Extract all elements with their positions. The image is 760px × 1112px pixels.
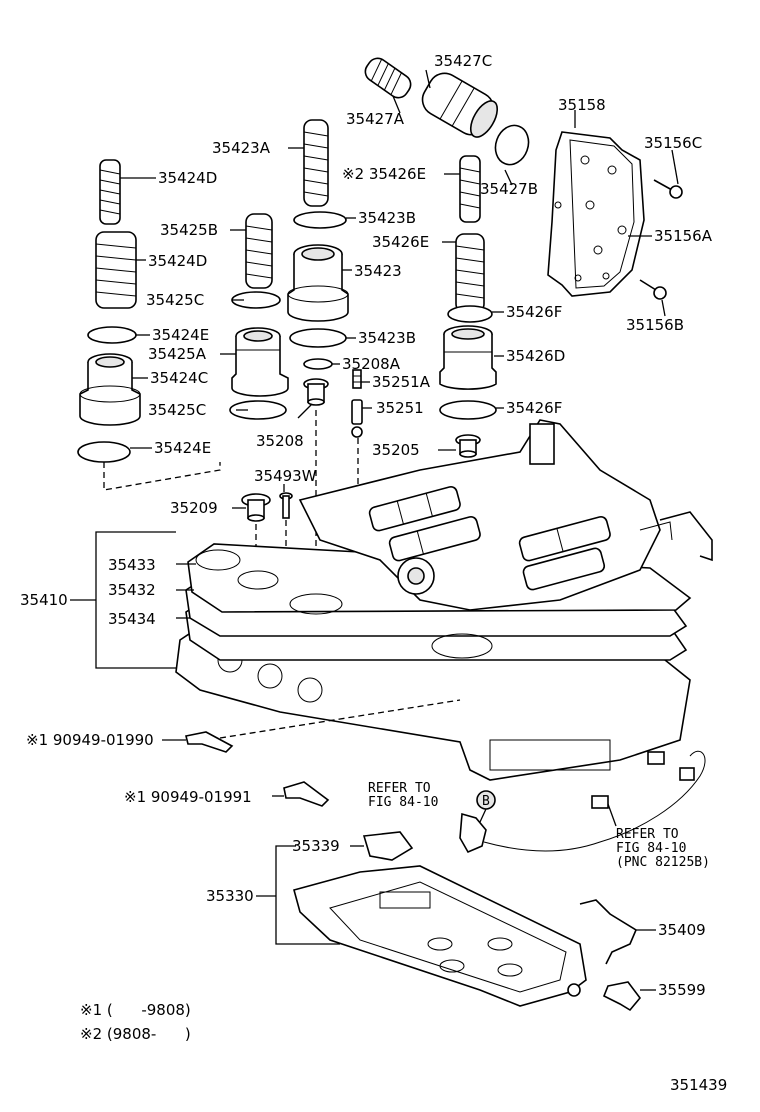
sleeve-35427C bbox=[421, 72, 499, 138]
label-35434: 35434 bbox=[108, 610, 156, 628]
label-35426E-2: ※2 35426E bbox=[342, 165, 426, 183]
label-35251: 35251 bbox=[376, 399, 424, 417]
label-35493W: 35493W bbox=[254, 467, 317, 485]
bolt-35156B bbox=[639, 279, 667, 300]
label-35423B-2: 35423B bbox=[358, 329, 416, 347]
label-35599: 35599 bbox=[658, 981, 706, 999]
diagram-number: 351439 bbox=[670, 1076, 727, 1094]
refer-text-1a: REFER TO bbox=[368, 781, 431, 796]
label-90949-01990: ※1 90949-01990 bbox=[26, 731, 154, 749]
label-35424D-1: 35424D bbox=[158, 169, 217, 187]
label-35208A: 35208A bbox=[342, 355, 401, 373]
sleeve-35424C bbox=[79, 353, 141, 426]
label-35426E: 35426E bbox=[372, 233, 429, 251]
clamp-90949-01991 bbox=[283, 781, 330, 807]
label-35409: 35409 bbox=[658, 921, 706, 939]
spring-35424D-large bbox=[95, 231, 137, 309]
o-ring-35423B-bottom bbox=[289, 328, 347, 348]
label-35330: 35330 bbox=[206, 887, 254, 905]
spring-35423A bbox=[303, 119, 329, 207]
spring-35425B bbox=[245, 213, 273, 289]
plug-35209 bbox=[241, 493, 271, 522]
pin-35251A bbox=[352, 369, 362, 389]
label-35427C: 35427C bbox=[434, 52, 492, 70]
sleeve-35423 bbox=[287, 244, 349, 322]
label-35425C-1: 35425C bbox=[146, 291, 204, 309]
label-35427B: 35427B bbox=[480, 180, 538, 198]
refer-text-2a: REFER TO bbox=[616, 827, 679, 842]
label-35424E-1: 35424E bbox=[152, 326, 209, 344]
plug-35208 bbox=[303, 378, 329, 406]
o-ring-35425C-bottom bbox=[229, 400, 287, 420]
label-35410: 35410 bbox=[20, 591, 68, 609]
label-35424C: 35424C bbox=[150, 369, 208, 387]
label-35426F-1: 35426F bbox=[506, 303, 562, 321]
o-ring-35424E-top bbox=[87, 326, 137, 344]
label-35426D: 35426D bbox=[506, 347, 565, 365]
sleeve-35425A bbox=[231, 327, 289, 397]
gasket-35339 bbox=[362, 831, 414, 861]
label-35433: 35433 bbox=[108, 556, 156, 574]
sleeve-35426D bbox=[439, 325, 497, 390]
label-35425C-2: 35425C bbox=[148, 401, 206, 419]
label-35425B: 35425B bbox=[160, 221, 218, 239]
label-35432: 35432 bbox=[108, 581, 156, 599]
bolt-35493W bbox=[279, 492, 293, 519]
o-ring-35423B-top bbox=[293, 211, 347, 229]
label-35156A: 35156A bbox=[654, 227, 713, 245]
clamp-90949-01990 bbox=[185, 731, 234, 753]
label-35251A: 35251A bbox=[372, 373, 431, 391]
strainer-35330 bbox=[293, 865, 587, 1007]
note-2: ※2 (9808- ) bbox=[80, 1025, 191, 1043]
refer-text-2b: FIG 84-10 bbox=[616, 841, 686, 856]
bracket-35409 bbox=[579, 899, 638, 965]
label-35424E-2: 35424E bbox=[154, 439, 211, 457]
label-35425A: 35425A bbox=[148, 345, 207, 363]
label-35158: 35158 bbox=[558, 96, 606, 114]
spring-35426E bbox=[455, 233, 485, 313]
label-35156C: 35156C bbox=[644, 134, 702, 152]
label-35427A: 35427A bbox=[346, 110, 405, 128]
spring-35427A bbox=[364, 57, 412, 99]
valve-body-assembly bbox=[175, 419, 713, 781]
label-90949-01991: ※1 90949-01991 bbox=[124, 788, 252, 806]
label-35423B-1: 35423B bbox=[358, 209, 416, 227]
o-ring-35208A bbox=[303, 358, 333, 370]
o-ring-35424E-bottom bbox=[77, 441, 131, 463]
connector bbox=[591, 751, 695, 809]
label-35208: 35208 bbox=[256, 432, 304, 450]
note-1: ※1 ( -9808) bbox=[80, 1001, 191, 1019]
o-ring-35427B bbox=[494, 124, 530, 166]
temperature-sensor bbox=[459, 750, 706, 854]
label-35209: 35209 bbox=[170, 499, 218, 517]
plate-35158 bbox=[547, 131, 645, 297]
label-35423A: 35423A bbox=[212, 139, 271, 157]
o-ring-35426F-bottom bbox=[439, 400, 497, 420]
label-35426F-2: 35426F bbox=[506, 399, 562, 417]
label-35205: 35205 bbox=[372, 441, 420, 459]
bracket-35599 bbox=[602, 981, 642, 1012]
o-ring-35426F-top bbox=[447, 305, 493, 323]
label-35156B: 35156B bbox=[626, 316, 684, 334]
bolt-35156C bbox=[653, 179, 683, 199]
spring-35424D-small bbox=[99, 159, 121, 225]
label-35423: 35423 bbox=[354, 262, 402, 280]
plug-35205 bbox=[455, 434, 481, 458]
pin-35251 bbox=[351, 399, 363, 438]
refer-text-1b: FIG 84-10 bbox=[368, 795, 438, 810]
label-35339: 35339 bbox=[292, 837, 340, 855]
spring-35426E-upper bbox=[459, 155, 481, 223]
label-35424D-2: 35424D bbox=[148, 252, 207, 270]
refer-marker-b: B bbox=[482, 794, 490, 809]
refer-text-2c: (PNC 82125B) bbox=[616, 855, 710, 870]
